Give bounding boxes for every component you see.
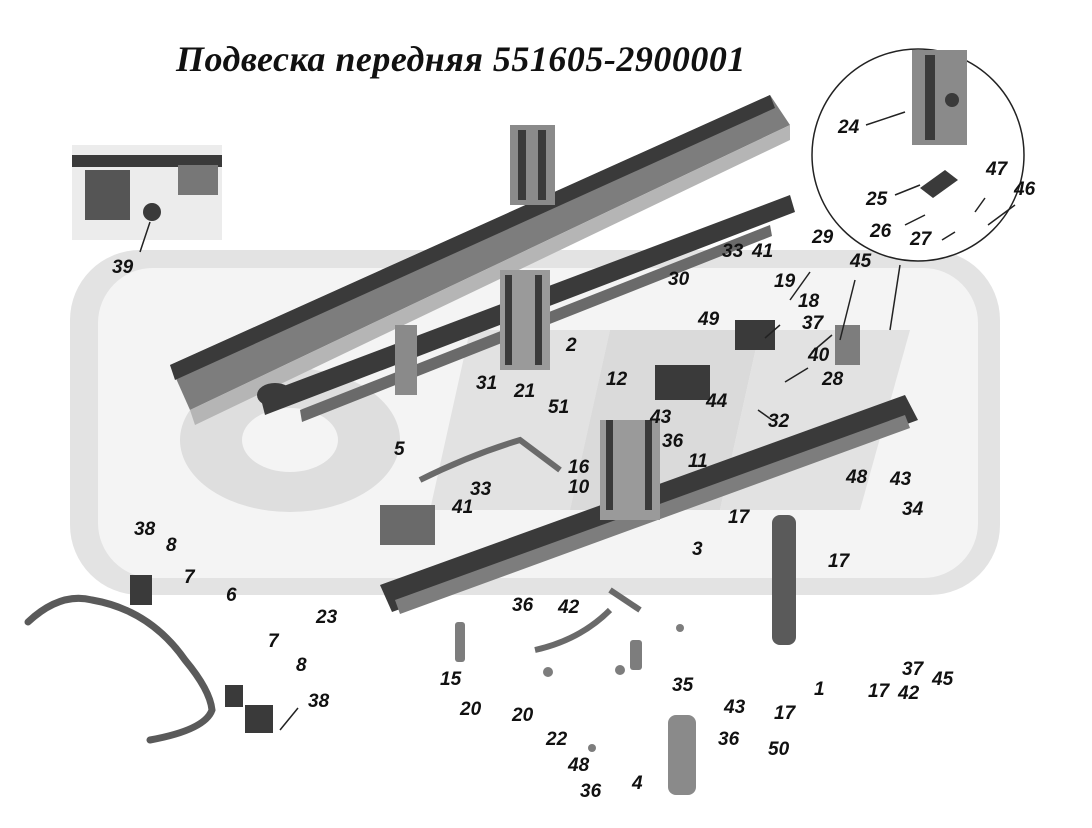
callout-label: 38: [308, 691, 330, 712]
callout-label: 43: [724, 697, 746, 718]
callout-label: 23: [316, 607, 338, 628]
leader-lines: [139, 111, 1016, 731]
callout-label: 36: [512, 595, 534, 616]
callout-label: 1: [814, 679, 825, 700]
callout-label: 21: [514, 381, 536, 402]
callout-label: 50: [768, 739, 790, 760]
callout-label: 16: [568, 457, 590, 478]
callout-label: 6: [226, 585, 237, 606]
callout-label: 38: [134, 519, 156, 540]
stabilizer-bar: [24, 575, 273, 744]
callout-label: 10: [568, 477, 590, 498]
callout-label: 48: [568, 755, 590, 776]
callout-label: 29: [812, 227, 834, 248]
callout-label: 51: [548, 397, 570, 418]
callout-label: 11: [688, 451, 708, 472]
shock-absorbers: [668, 515, 796, 795]
callout-label: 26: [870, 221, 892, 242]
linkage-rods: [418, 436, 642, 653]
callout-label: 15: [440, 669, 462, 690]
callout-label: 45: [850, 251, 872, 272]
callout-label: 5: [394, 439, 405, 460]
callout-label: 36: [662, 431, 684, 452]
callout-label: 19: [774, 271, 796, 292]
callout-label: 17: [868, 681, 890, 702]
callout-label: 4: [632, 773, 643, 794]
frame-rail-upper: [170, 95, 790, 425]
callout-label: 44: [706, 391, 728, 412]
callout-label: 37: [802, 313, 824, 334]
callout-label: 12: [606, 369, 628, 390]
callout-label: 45: [932, 669, 954, 690]
callout-label: 3: [692, 539, 703, 560]
callout-label: 2: [566, 335, 577, 356]
callout-label: 49: [698, 309, 720, 330]
callout-label: 7: [268, 631, 279, 652]
callout-label: 41: [752, 241, 774, 262]
callout-label: 42: [898, 683, 920, 704]
callout-label: 37: [902, 659, 924, 680]
callout-label: 17: [828, 551, 850, 572]
callout-label: 28: [822, 369, 844, 390]
callout-label: 25: [866, 189, 888, 210]
small-parts: [380, 320, 860, 752]
inset-detail-circle: [811, 48, 1025, 262]
callout-label: 31: [476, 373, 498, 394]
callout-label: 17: [728, 507, 750, 528]
leaf-spring-upper: [257, 195, 795, 422]
callout-label: 7: [184, 567, 195, 588]
callout-label: 42: [558, 597, 580, 618]
callout-label: 48: [846, 467, 868, 488]
callout-label: 46: [1014, 179, 1036, 200]
callout-label: 24: [838, 117, 860, 138]
callout-label: 36: [580, 781, 602, 802]
callout-label: 20: [512, 705, 534, 726]
callout-label: 30: [668, 269, 690, 290]
callout-label: 8: [296, 655, 307, 676]
inset-detail-39: [72, 145, 222, 240]
callout-label: 20: [460, 699, 482, 720]
callout-label: 17: [774, 703, 796, 724]
callout-label: 8: [166, 535, 177, 556]
callout-label: 40: [808, 345, 830, 366]
callout-label: 33: [470, 479, 492, 500]
callout-label: 34: [902, 499, 924, 520]
callout-label: 18: [798, 291, 820, 312]
callout-label: 32: [768, 411, 790, 432]
callout-label: 33: [722, 241, 744, 262]
callout-label: 43: [650, 407, 672, 428]
callout-label: 43: [890, 469, 912, 490]
callout-label: 35: [672, 675, 694, 696]
callout-label: 27: [910, 229, 932, 250]
leaf-spring-lower: [380, 365, 918, 614]
callout-label: 39: [112, 257, 134, 278]
callout-label: 36: [718, 729, 740, 750]
diagram-title: Подвеска передняя 551605-2900001: [176, 39, 746, 79]
callout-label: 47: [986, 159, 1008, 180]
callout-label: 22: [546, 729, 568, 750]
callout-label: 41: [452, 497, 474, 518]
